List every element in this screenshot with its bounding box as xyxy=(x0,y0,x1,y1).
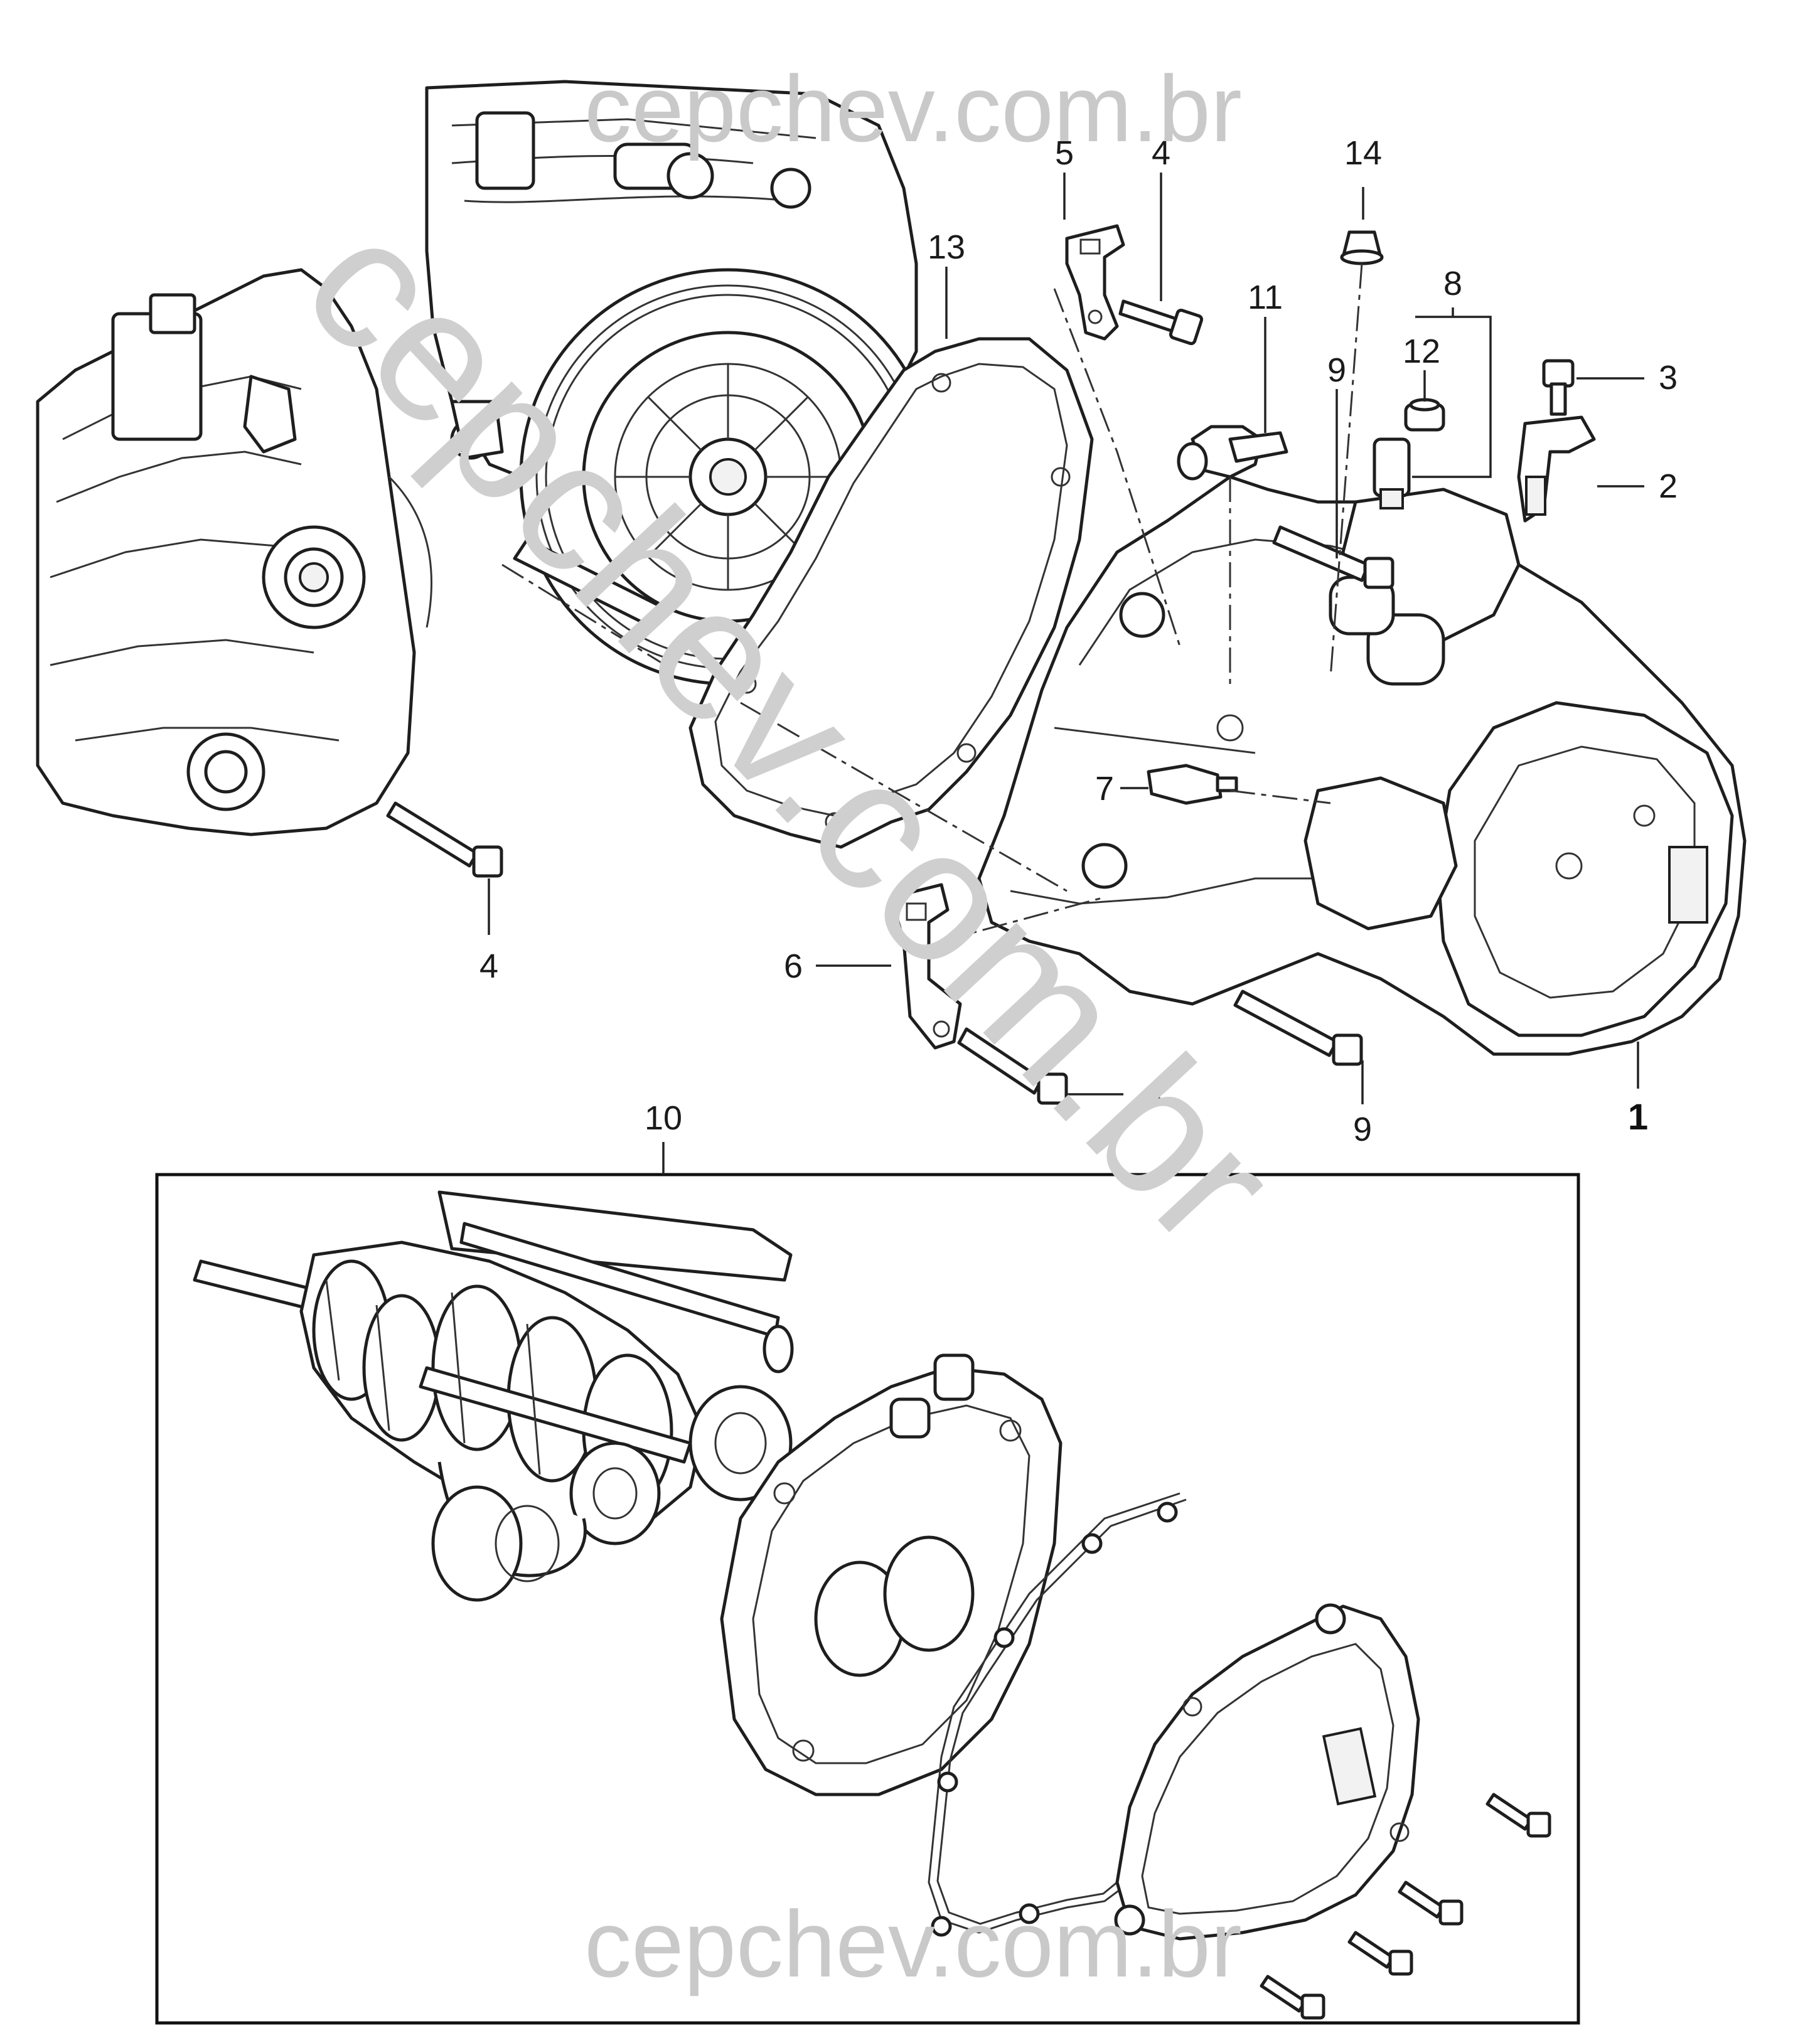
callout-5: 5 xyxy=(1055,134,1074,172)
engine-block-drawing xyxy=(36,268,491,836)
callout-10: 10 xyxy=(645,1099,682,1137)
callout-4-bracket: 4 xyxy=(1145,1075,1164,1113)
callout-11: 11 xyxy=(1248,279,1283,316)
bolt-9-top xyxy=(1272,525,1394,589)
watermark-top: cepchev.com.br xyxy=(584,56,1242,161)
callout-4-top: 4 xyxy=(1152,134,1170,172)
intermediate-plate-drawing xyxy=(720,1353,1063,1796)
bolt-4-left xyxy=(386,801,503,878)
callout-6: 6 xyxy=(784,947,803,985)
callout-14: 14 xyxy=(1344,134,1382,172)
callout-8: 8 xyxy=(1443,265,1462,302)
end-cover-drawing xyxy=(1114,1603,1420,1941)
plug-12 xyxy=(1404,398,1445,432)
bracket-6 xyxy=(889,883,962,1050)
callout-9-bottom: 9 xyxy=(1353,1111,1372,1148)
cap-14 xyxy=(1340,230,1384,265)
callout-3: 3 xyxy=(1659,359,1678,397)
gearset-drawing xyxy=(193,1190,794,1602)
callout-12: 12 xyxy=(1403,333,1440,370)
watermark-bottom: cepchev.com.br xyxy=(584,1891,1242,1997)
kit-box-10 xyxy=(155,1173,1580,2025)
callout-7: 7 xyxy=(1095,770,1114,808)
bracket-5 xyxy=(1065,224,1125,341)
cover-gasket-drawing xyxy=(928,1492,1187,1937)
bolt-9-bottom xyxy=(1233,989,1363,1066)
switch-8 xyxy=(1373,437,1411,509)
bolt-4-bracket xyxy=(957,1027,1068,1105)
bolt-3 xyxy=(1542,359,1575,416)
transmission-housing-1 xyxy=(977,475,1747,1056)
bolt-4-top xyxy=(1118,299,1204,345)
callout-9-top: 9 xyxy=(1327,351,1346,389)
callout-13: 13 xyxy=(928,228,965,266)
gasket-13 xyxy=(688,337,1094,849)
callout-2: 2 xyxy=(1659,467,1678,505)
callout-1: 1 xyxy=(1628,1097,1648,1138)
callout-4-left: 4 xyxy=(479,947,498,985)
leader-lines xyxy=(488,173,1644,1175)
speed-sensor-2 xyxy=(1517,415,1596,523)
cover-bolts-drawing xyxy=(1260,1793,1551,2020)
elbow-fitting-11 xyxy=(1177,425,1288,481)
sensor-7 xyxy=(1147,764,1238,805)
